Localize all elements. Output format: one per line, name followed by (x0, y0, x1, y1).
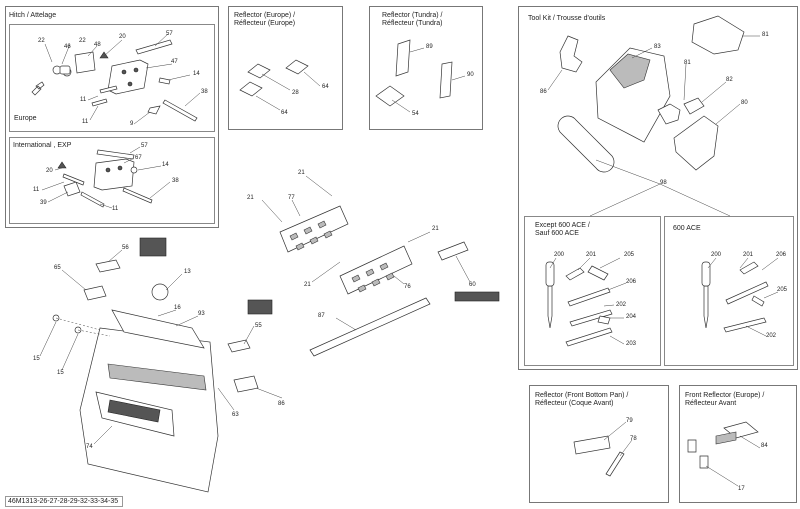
callout-except-5: 204 (626, 314, 637, 320)
callout-left-1: 65 (54, 265, 61, 271)
ace-600-frame (664, 216, 794, 366)
callout-hitch-intl-1: 67 (135, 155, 142, 161)
callout-toolkit-6: 98 (660, 180, 667, 186)
callout-hitch-eu-6: 47 (171, 59, 178, 65)
footer-code-box (5, 496, 123, 507)
callout-ace-3: 205 (777, 287, 788, 293)
callout-hitch-eu-5: 57 (166, 31, 173, 37)
callout-hitch-intl-7: 38 (172, 178, 179, 184)
callout-hitch-eu-8: 11 (80, 97, 87, 103)
tool-kit-title: Tool Kit / Trousse d'outils (528, 15, 606, 22)
callout-hitch-eu-2: 22 (79, 38, 86, 44)
callout-front-eu-0: 84 (761, 443, 768, 449)
callout-refl-eu-1: 64 (322, 84, 329, 90)
callout-hitch-eu-9: 38 (201, 89, 208, 95)
callout-hitch-intl-0: 57 (141, 143, 148, 149)
reflector-europe-parts (239, 59, 321, 111)
callout-ace-4: 202 (766, 333, 777, 339)
footer-code: 46M1313-26-27-28-29-32-33-34-35 (8, 498, 119, 505)
callout-toolkit-1: 83 (654, 44, 661, 50)
snowflap-parts (39, 237, 283, 493)
callout-refl-tundra-2: 54 (412, 111, 419, 117)
callout-front-bottom-0: 79 (626, 418, 633, 424)
hitch-panel-title: Hitch / Attelage (9, 12, 57, 19)
callout-refl-tundra-0: 89 (426, 44, 433, 50)
reflector-tundra-title: Reflector (Tundra) / Réflecteur (Tundra) (382, 12, 443, 27)
ace-600-title: 600 ACE (673, 225, 701, 232)
callout-center-7: 87 (318, 313, 325, 319)
except-600-frame (524, 216, 661, 366)
callout-hitch-eu-11: 9 (130, 121, 134, 127)
callout-center-0: 21 (298, 170, 305, 176)
callout-left-10: 74 (86, 444, 93, 450)
callout-front-bottom-1: 78 (630, 436, 637, 442)
callout-except-2: 205 (624, 252, 635, 258)
callout-refl-eu-2: 64 (281, 110, 288, 116)
hitch-intl-parts (41, 146, 171, 209)
reflector-front-bottom-parts (573, 421, 633, 477)
callout-refl-eu-0: 28 (292, 90, 299, 96)
callout-center-2: 21 (247, 195, 254, 201)
callout-except-4: 202 (616, 302, 627, 308)
callout-hitch-eu-1: 46 (64, 44, 71, 50)
callout-left-9: 86 (278, 401, 285, 407)
international-label: International , EXP (13, 142, 72, 149)
front-reflector-europe-title: Front Reflector (Europe) / Réflecteur Av… (685, 392, 765, 407)
callout-hitch-eu-3: 48 (94, 42, 101, 48)
callout-center-4: 21 (304, 282, 311, 288)
callout-except-6: 203 (626, 341, 637, 347)
callout-hitch-eu-10: 11 (82, 119, 89, 125)
reflector-tundra-frame (369, 6, 483, 130)
callout-left-0: 56 (122, 245, 129, 251)
callout-hitch-eu-4: 20 (119, 34, 126, 40)
callout-hitch-intl-3: 20 (46, 168, 53, 174)
callout-hitch-eu-0: 22 (38, 38, 45, 44)
callout-toolkit-4: 82 (726, 77, 733, 83)
except-600-title: Except 600 ACE / Sauf 600 ACE (535, 222, 590, 237)
callout-toolkit-5: 80 (741, 100, 748, 106)
callout-hitch-intl-6: 11 (112, 206, 119, 212)
callout-except-0: 200 (554, 252, 565, 258)
callout-hitch-intl-4: 11 (33, 187, 40, 193)
callout-except-1: 201 (586, 252, 597, 258)
callout-center-5: 76 (404, 284, 411, 290)
callout-left-5: 55 (255, 323, 262, 329)
callout-left-2: 13 (184, 269, 191, 275)
running-board-parts (261, 175, 500, 357)
tool-kit-parts (547, 15, 760, 217)
hitch-europe-parts (31, 33, 201, 125)
europe-label: Europe (14, 115, 37, 122)
callout-front-eu-1: 17 (738, 486, 745, 492)
callout-left-7: 15 (57, 370, 64, 376)
callout-center-1: 77 (288, 195, 295, 201)
reflector-tundra-parts (375, 39, 466, 113)
callout-ace-1: 201 (743, 252, 754, 258)
callout-toolkit-2: 81 (762, 32, 769, 38)
callout-ace-2: 206 (776, 252, 787, 258)
front-reflector-europe-parts (687, 421, 761, 487)
callout-left-3: 16 (174, 305, 181, 311)
callout-toolkit-0: 86 (540, 89, 547, 95)
front-reflector-europe-frame (679, 385, 797, 503)
callout-ace-0: 200 (711, 252, 722, 258)
reflector-europe-title: Reflector (Europe) / Réflecteur (Europe) (234, 12, 296, 27)
callout-toolkit-3: 81 (684, 60, 691, 66)
callout-hitch-intl-5: 39 (40, 200, 47, 206)
tools-except-600-parts (545, 257, 627, 347)
callout-center-6: 60 (469, 282, 476, 288)
callout-left-6: 15 (33, 356, 40, 362)
callout-refl-tundra-1: 90 (467, 72, 474, 78)
callout-hitch-eu-7: 14 (193, 71, 200, 77)
callout-left-8: 63 (232, 412, 239, 418)
callout-center-3: 21 (432, 226, 439, 232)
reflector-front-bottom-title: Reflector (Front Bottom Pan) / Réflecteu… (535, 392, 629, 407)
callout-left-4: 93 (198, 311, 205, 317)
tools-600-ace-parts (701, 257, 779, 337)
callout-except-3: 206 (626, 279, 637, 285)
callout-hitch-intl-2: 14 (162, 162, 169, 168)
